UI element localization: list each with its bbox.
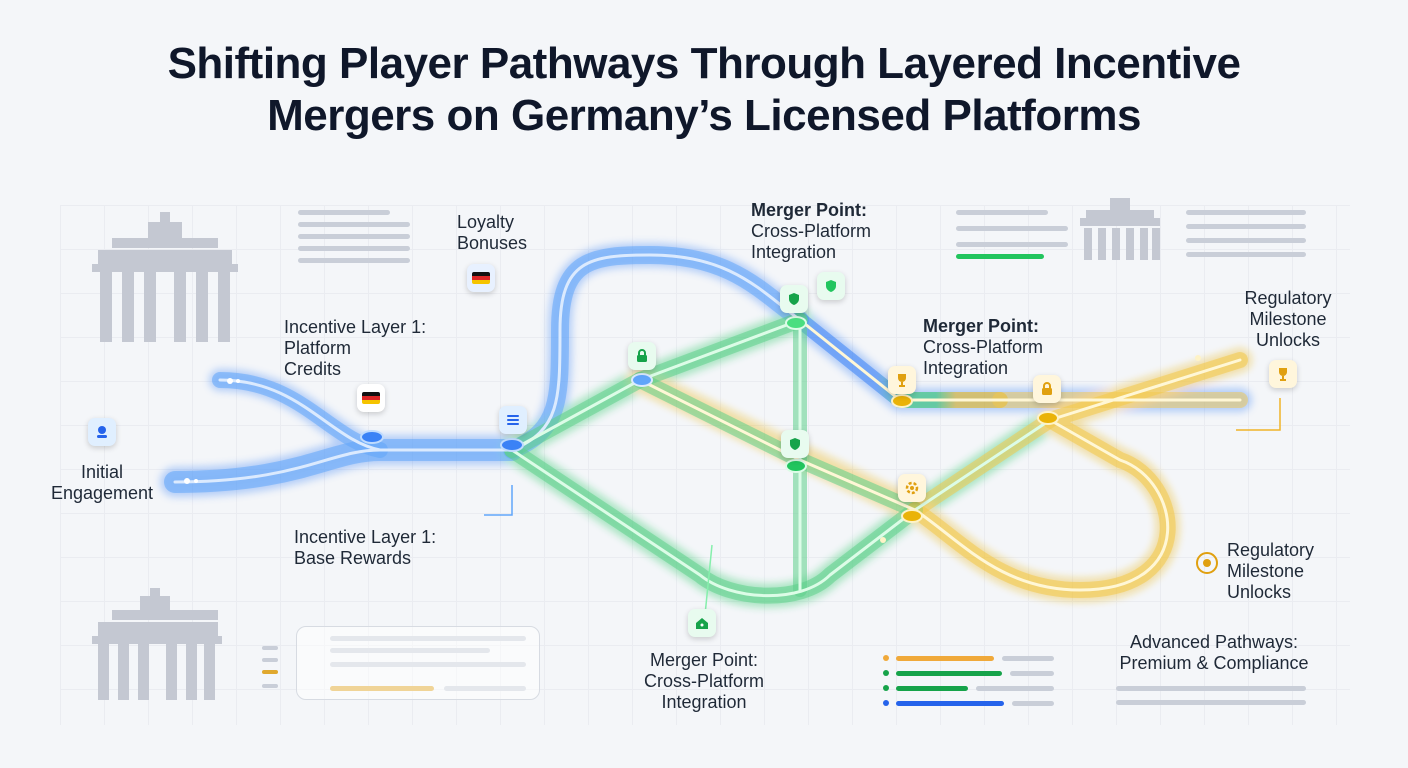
placeholder-lines-top-right xyxy=(956,210,1306,259)
trophy-icon xyxy=(888,366,916,394)
label-line: Initial xyxy=(80,462,124,482)
label-line: Milestone xyxy=(1227,561,1305,581)
label-line: Integration xyxy=(751,242,837,262)
trophy-icon xyxy=(1269,360,1297,388)
title-line-2: Mergers on Germany’s Licensed Platforms xyxy=(267,91,1141,140)
label-loyalty-bonuses: Loyalty Bonuses xyxy=(457,212,527,254)
label-advanced-pathways: Advanced Pathways: Premium & Compliance xyxy=(1100,632,1328,674)
shield-icon xyxy=(817,272,845,300)
label-line: Unlocks xyxy=(1255,330,1321,350)
label-line: Engagement xyxy=(50,483,154,503)
label-line: Cross-Platform xyxy=(751,221,872,241)
label-line: Incentive Layer 1: xyxy=(284,317,427,337)
brandenburg-gate-icon xyxy=(1080,198,1160,260)
label-incentive-base-rewards: Incentive Layer 1: Base Rewards xyxy=(294,527,436,569)
label-incentive-platform-credits: Incentive Layer 1: Platform Credits xyxy=(284,317,426,380)
junction-nodes xyxy=(360,316,1059,523)
label-merger-point-top: Merger Point: Cross-Platform Integration xyxy=(751,200,871,263)
label-line: Merger Point: xyxy=(649,650,759,670)
leader-lines xyxy=(484,398,1281,616)
placeholder-lines-bottom-right xyxy=(883,655,1306,706)
label-heading: Merger Point: xyxy=(751,200,868,220)
germany-flag-icon xyxy=(357,384,385,412)
target-icon xyxy=(1196,552,1218,574)
label-line: Unlocks xyxy=(1227,582,1292,602)
label-regulatory-milestone-top: Regulatory Milestone Unlocks xyxy=(1226,288,1350,351)
user-icon xyxy=(88,418,116,446)
shield-icon xyxy=(780,285,808,313)
germany-flag-icon xyxy=(467,264,495,292)
title-line-1: Shifting Player Pathways Through Layered… xyxy=(167,39,1241,88)
label-line: Advanced Pathways: xyxy=(1129,632,1299,652)
label-line: Regulatory xyxy=(1244,288,1332,308)
flow-markers xyxy=(184,355,1201,543)
label-line: Cross-Platform xyxy=(923,337,1044,357)
page-title: Shifting Player Pathways Through Layered… xyxy=(0,38,1408,142)
brandenburg-gate-icon xyxy=(92,588,222,700)
stack-icon xyxy=(499,406,527,434)
label-line: Loyalty xyxy=(457,212,515,232)
label-initial-engagement: Initial Engagement xyxy=(40,462,164,504)
brandenburg-gate-icon xyxy=(92,212,238,342)
lock-icon xyxy=(628,342,656,370)
label-line: Incentive Layer 1: xyxy=(294,527,437,547)
label-line: Base Rewards xyxy=(294,548,412,568)
label-line: Cross-Platform xyxy=(643,671,764,691)
label-line: Milestone xyxy=(1249,309,1327,329)
label-line: Integration xyxy=(661,692,747,712)
label-heading: Merger Point: xyxy=(923,316,1040,336)
label-line: Credits xyxy=(284,359,342,379)
shield-icon xyxy=(781,430,809,458)
placeholder-lines-top-left xyxy=(298,210,410,263)
info-card xyxy=(296,626,540,700)
label-line: Premium & Compliance xyxy=(1119,653,1309,673)
label-line: Bonuses xyxy=(457,233,528,253)
home-icon xyxy=(688,609,716,637)
label-line: Platform xyxy=(284,338,352,358)
gear-icon xyxy=(898,474,926,502)
lock-icon xyxy=(1033,375,1061,403)
label-line: Integration xyxy=(923,358,1009,378)
label-merger-point-mid: Merger Point: Cross-Platform Integration xyxy=(923,316,1043,379)
label-merger-point-bottom: Merger Point: Cross-Platform Integration xyxy=(624,650,784,713)
label-line: Regulatory xyxy=(1227,540,1315,560)
label-regulatory-milestone-bottom: Regulatory Milestone Unlocks xyxy=(1227,540,1314,603)
